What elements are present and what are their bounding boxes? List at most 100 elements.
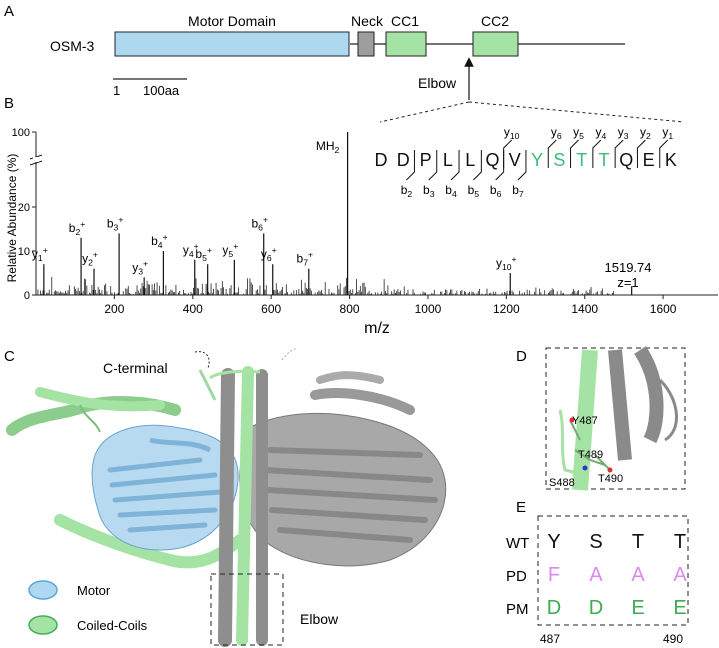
b-ion-bracket <box>428 150 438 181</box>
panel-e-box <box>537 515 689 626</box>
y-ion-label: y5 <box>573 125 584 141</box>
residue-L: L <box>465 150 475 170</box>
panel-d-box <box>545 347 686 490</box>
b-ion-label: b6 <box>490 183 502 199</box>
mutant-residue: E <box>673 597 686 619</box>
mutant-residue: F <box>548 564 560 586</box>
peak-label: b7+ <box>297 250 314 268</box>
residue-D: D <box>397 150 410 170</box>
peak-label: y6+ <box>261 245 277 263</box>
end-position: 490 <box>663 632 683 646</box>
residue-P: P <box>420 150 432 170</box>
scale-text: 100aa <box>143 83 180 98</box>
start-position: 487 <box>540 632 560 646</box>
peak-label: b3+ <box>107 214 124 232</box>
residue-Y: Y <box>531 150 543 170</box>
residue-Q: Q <box>619 150 633 170</box>
peak-label: b6+ <box>251 214 268 232</box>
y-tick-label: 20 <box>18 202 30 214</box>
zoom-line-left <box>379 101 470 123</box>
panel-c: C C-terminal <box>4 347 447 647</box>
peak-label: b2+ <box>69 219 86 237</box>
y-ion-label: y3 <box>618 125 629 141</box>
residue-D: D <box>375 150 388 170</box>
x-tick-label: 800 <box>340 302 360 316</box>
b-ion-bracket <box>472 150 482 181</box>
side-chains <box>569 419 611 471</box>
legend-cc-swatch <box>28 615 58 635</box>
precursor-charge: z=1 <box>617 275 638 290</box>
y-tick-label: 0 <box>24 290 30 302</box>
b-ion-bracket <box>406 150 415 181</box>
b-ion-bracket <box>450 150 460 181</box>
b-ion-label: b3 <box>423 183 435 199</box>
panel-a: A OSM-3 Motor Domain Neck CC1 CC2 1 100a… <box>4 3 685 123</box>
oxygen-atom <box>569 417 575 423</box>
legend-motor-swatch <box>28 580 58 600</box>
legend-motor-label: Motor <box>77 583 111 598</box>
gray-tail <box>281 347 298 361</box>
y-ion-bracket <box>547 139 557 168</box>
mutant-residue: A <box>673 564 687 586</box>
residue-Q: Q <box>485 150 499 170</box>
motor-domain-label: Motor Domain <box>188 13 276 29</box>
oxygen-atom <box>607 467 613 473</box>
residue-y487: Y487 <box>572 415 598 427</box>
y-ion-bracket <box>659 139 669 168</box>
panel-d: D Y487 T489 S488 T490 <box>516 346 686 491</box>
mutant-residue: Y <box>547 531 560 553</box>
cc2-label: CC2 <box>481 13 509 29</box>
row-name-PM: PM <box>506 601 529 618</box>
x-tick-label: 1400 <box>571 302 598 316</box>
loop-green <box>558 409 586 477</box>
residue-E: E <box>643 150 655 170</box>
y-ion-bracket <box>636 139 646 168</box>
b-ion-label: b4 <box>445 183 457 199</box>
mutant-residue: D <box>547 597 561 619</box>
cc1-box <box>385 31 427 57</box>
x-tick-label: 400 <box>183 302 203 316</box>
residue-L: L <box>443 150 453 170</box>
zoom-line-right <box>468 101 685 123</box>
nitrogen-atom <box>582 465 588 471</box>
x-tick-label: 1000 <box>415 302 442 316</box>
y-tick-label: 100 <box>12 127 30 139</box>
b-ion-label: b5 <box>468 183 480 199</box>
peak-label: y5+ <box>222 241 238 259</box>
mutant-residue: A <box>589 564 603 586</box>
x-tick-label: 600 <box>261 302 281 316</box>
peak-label: y1+ <box>32 245 48 263</box>
motor-domain-box <box>114 31 350 57</box>
peak-label: y3+ <box>132 258 148 276</box>
annotated-peaks: y1+b2+y2+b3+y3+b4+y4+b5+y5+b6+y6+b7+MH2y… <box>32 132 633 295</box>
residue-t490: T490 <box>598 473 623 485</box>
y-ion-bracket <box>570 139 579 168</box>
y-ion-label: y4 <box>595 125 606 141</box>
y-ion-label: y2 <box>640 125 651 141</box>
row-name-WT: WT <box>506 535 529 552</box>
b-ion-bracket <box>495 150 505 181</box>
y-ion-label: y10 <box>504 125 520 141</box>
peak-label: MH2 <box>316 139 340 155</box>
y-ion-label: y1 <box>662 125 673 141</box>
panel-b-label: B <box>4 95 14 112</box>
protein-name: OSM-3 <box>50 38 95 54</box>
row-name-PD: PD <box>506 568 527 585</box>
x-axis-label: m/z <box>364 320 390 337</box>
residue-s488: S488 <box>549 477 575 489</box>
mutant-residue: A <box>631 564 645 586</box>
neck-box <box>357 31 375 57</box>
residue-T: T <box>576 150 587 170</box>
peak-label: y4+ <box>183 241 199 259</box>
mutant-residue: T <box>632 531 644 553</box>
elbow-label-a: Elbow <box>418 75 457 91</box>
y-ion-bracket <box>614 139 624 168</box>
y-ion-bracket <box>592 139 602 168</box>
spectrum-noise-peaks <box>37 276 615 295</box>
y-axis-label: Relative Abundance (%) <box>5 154 19 283</box>
elbow-box <box>210 573 284 646</box>
precursor-mz: 1519.74 <box>605 260 652 275</box>
